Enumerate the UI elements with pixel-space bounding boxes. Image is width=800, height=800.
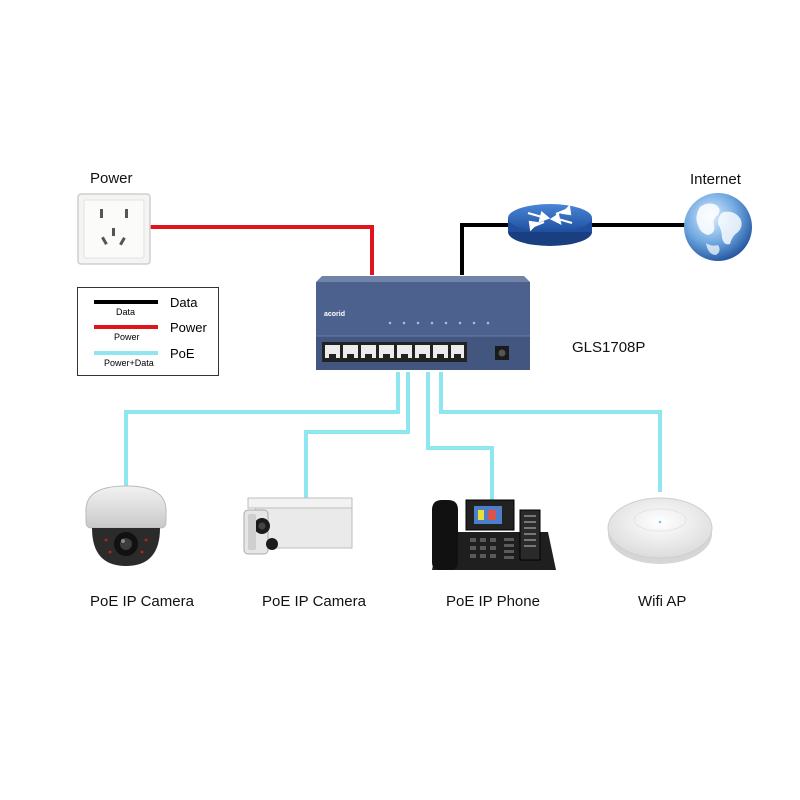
bullet-camera-icon [243,497,353,555]
switch-model-label: GLS1708P [572,339,646,356]
legend-label-data: Data [170,295,198,310]
ip-phone-icon [432,499,556,570]
switch-brand: acorid [324,311,345,318]
wall-socket-icon [77,193,151,265]
globe-icon [684,193,752,261]
device-label-dome-camera: PoE IP Camera [90,593,194,610]
legend-line-poe [94,351,158,355]
power-outlet-label: Power [90,170,133,187]
legend-line-power [94,325,158,329]
wifi-ap-icon [607,497,713,564]
router-icon [508,204,592,246]
legend-line-data [94,300,158,304]
dome-camera-icon [85,485,167,566]
power-cable [150,225,374,275]
poe-switch: acorid [316,276,530,370]
device-label-bullet-camera: PoE IP Camera [262,593,366,610]
legend: Data Data Power Power PoE Power+Data [77,287,219,376]
legend-label-power: Power [170,320,207,335]
legend-sublabel-data: Data [116,307,136,317]
switch-ports [322,342,467,362]
legend-label-poe: PoE [170,346,195,361]
poe-cables [124,372,662,502]
legend-sublabel-power: Power [114,332,140,342]
device-label-wifi-ap: Wifi AP [638,593,687,610]
legend-sublabel-poe: Power+Data [104,358,154,368]
device-label-ip-phone: PoE IP Phone [446,593,540,610]
internet-label: Internet [690,171,741,188]
data-cable-switch-router [460,223,508,275]
